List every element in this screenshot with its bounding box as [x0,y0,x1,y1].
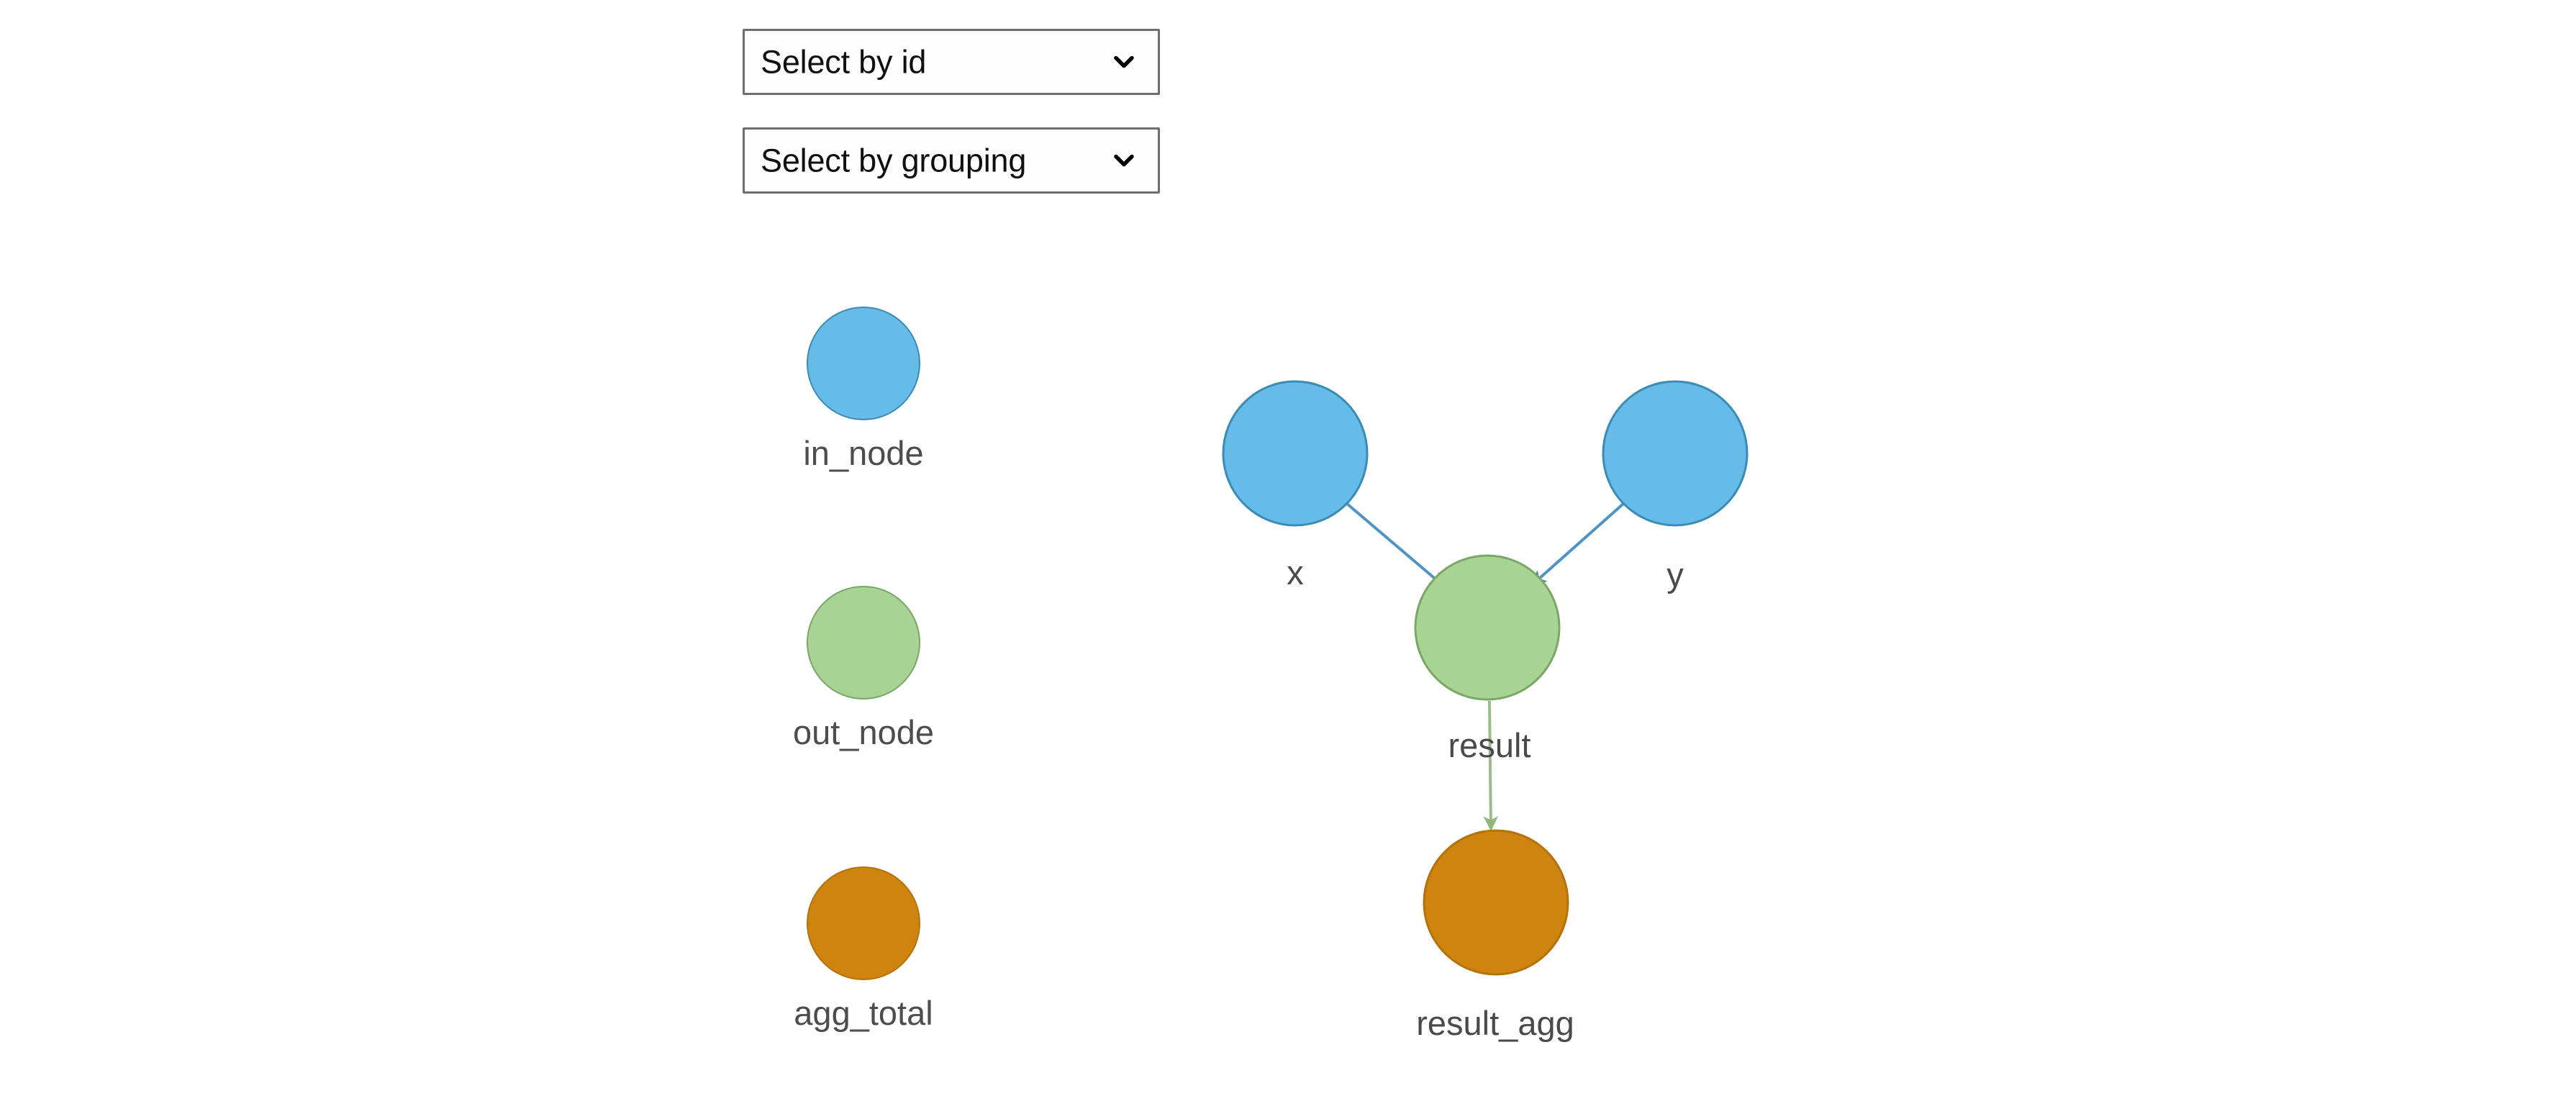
legend-label-in-node: in_node [803,434,924,472]
graph-node-result[interactable] [1414,554,1561,701]
legend-swatch-in-node [807,307,920,420]
filter-controls: Select by id Select by grouping [743,29,1174,226]
graph-nodes [1222,380,1749,976]
graph-label-result-agg: result_agg [1416,1004,1574,1042]
legend-swatch-out-node [807,586,920,700]
graph-node-x[interactable] [1222,380,1369,527]
legend-label-out-node: out_node [792,713,935,751]
graph-node-result-agg[interactable] [1423,829,1569,976]
legend-item-agg-total[interactable]: agg_total [698,866,1029,1030]
graph-label-x: x [1287,553,1304,592]
edge-x-to-result [1346,502,1446,587]
legend-swatch-agg-total [807,866,920,980]
edge-y-to-result [1530,502,1625,586]
graph-label-y: y [1666,556,1684,594]
legend-item-in-node[interactable]: in_node [698,307,1029,470]
legend-item-out-node[interactable]: out_node [698,586,1029,749]
graph-node-labels: x y result result_agg [1287,553,1684,1042]
select-by-grouping-dropdown[interactable]: Select by grouping [743,127,1160,194]
graph-label-result: result [1448,726,1531,764]
select-by-id-dropdown[interactable]: Select by id [743,29,1160,95]
select-by-grouping-value: Select by grouping [761,142,1027,179]
graph-edges [1346,502,1625,831]
legend-label-agg-total: agg_total [794,994,933,1032]
graph-node-y[interactable] [1602,380,1749,527]
edge-result-to-result-agg [1483,700,1499,831]
select-by-id-value: Select by id [761,43,927,81]
